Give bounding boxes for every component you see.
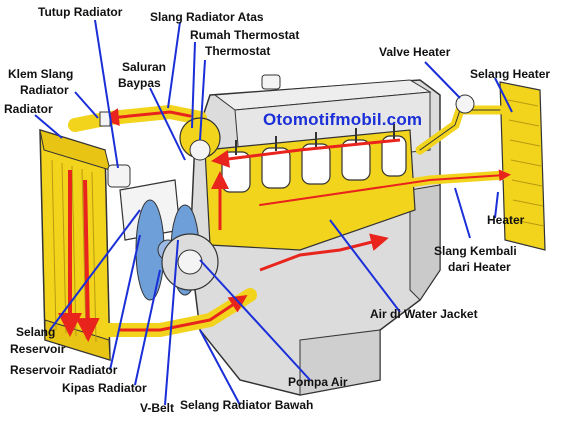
lower-radiator-hose	[98, 288, 257, 337]
label-air-water-jacket: Air di Water Jacket	[370, 307, 478, 321]
label-heater: Heater	[487, 213, 525, 227]
water-jacket	[204, 124, 416, 251]
coolant-flow-arrows	[211, 138, 401, 272]
label-reservoir-radiator: Reservoir Radiator	[10, 363, 118, 377]
heater-core	[499, 81, 546, 251]
label-slang-kembali-1: Slang Kembali	[434, 244, 517, 258]
label-saluran-baypas-2: Baypas	[118, 76, 161, 90]
label-kipas-radiator: Kipas Radiator	[62, 381, 147, 395]
label-radiator: Radiator	[4, 102, 53, 116]
label-saluran-baypas-1: Saluran	[122, 60, 167, 74]
label-selang-reservoir-1: Selang	[16, 325, 56, 339]
label-klem-slang-radiator-1: Klem Slang	[8, 67, 74, 81]
label-pompa-air: Pompa Air	[288, 375, 348, 389]
water-pump-pulley	[161, 233, 219, 291]
label-thermostat: Thermostat	[205, 44, 271, 58]
label-leader-lines	[34, 19, 513, 406]
label-tutup-radiator: Tutup Radiator	[38, 5, 123, 19]
label-v-belt: V-Belt	[140, 401, 175, 415]
label-slang-kembali-2: dari Heater	[448, 260, 511, 274]
label-selang-reservoir-2: Reservoir	[10, 342, 66, 356]
label-selang-radiator-bawah: Selang Radiator Bawah	[180, 398, 314, 412]
label-klem-slang-radiator-2: Radiator	[20, 83, 69, 97]
label-rumah-thermostat: Rumah Thermostat	[190, 28, 300, 42]
piston-row	[221, 135, 407, 193]
label-selang-heater: Selang Heater	[470, 67, 551, 81]
label-valve-heater: Valve Heater	[379, 45, 451, 59]
label-slang-radiator-atas: Slang Radiator Atas	[150, 10, 264, 24]
watermark-text: Otomotifmobil.com	[263, 110, 423, 129]
heater-hoses	[255, 94, 511, 210]
radiator	[39, 128, 131, 362]
valve-stems	[235, 124, 395, 155]
